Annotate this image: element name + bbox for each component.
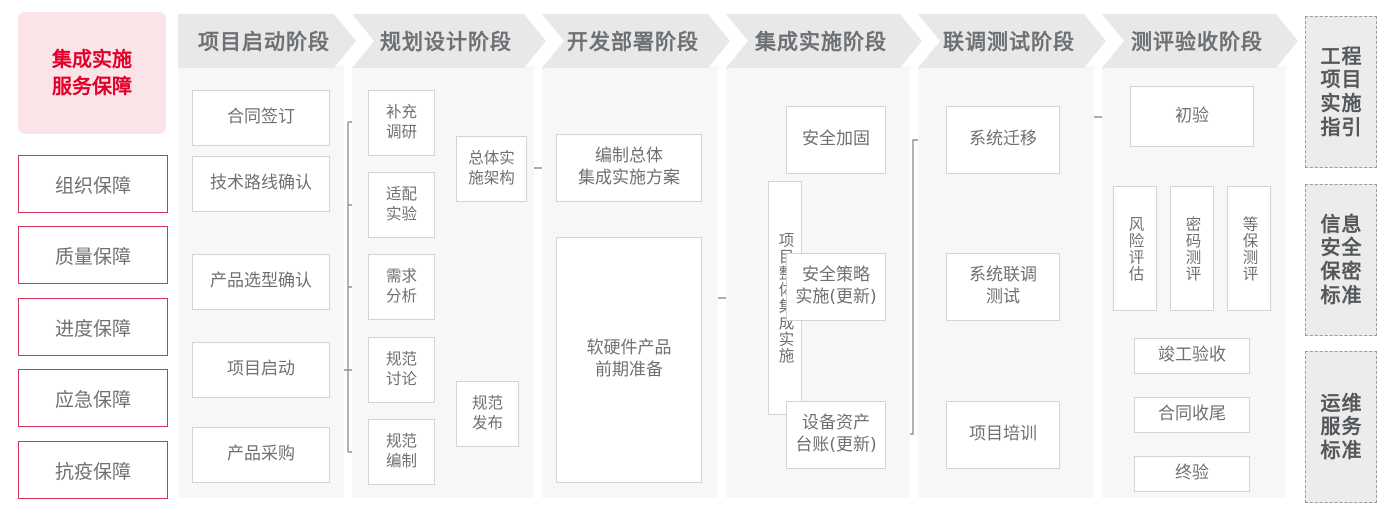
- phase-header-p6-label: 测评验收阶段: [1131, 30, 1263, 54]
- standard-1-chars: 程 工 目 项 施 实 引 指: [1320, 43, 1362, 139]
- std3-c5: 标: [1320, 437, 1341, 462]
- node-project-kickoff[interactable]: 项目启动: [192, 342, 330, 398]
- std3-c3: 服: [1320, 414, 1341, 439]
- node-system-migration[interactable]: 系统迁移: [946, 106, 1060, 174]
- node-project-training[interactable]: 项目培训: [946, 401, 1060, 469]
- phase-header-p1[interactable]: 项目启动阶段: [178, 14, 356, 68]
- phase-header-p4[interactable]: 集成实施阶段: [726, 14, 922, 68]
- node-classified-protection-evaluation[interactable]: 等保测评: [1227, 186, 1271, 311]
- node-tech-route-confirm[interactable]: 技术路线确认: [192, 156, 330, 212]
- standard-engineering-project-guideline[interactable]: 程 工 目 项 施 实 引 指: [1305, 16, 1377, 168]
- node-security-policy-implementation[interactable]: 安全策略 实施(更新): [786, 253, 886, 321]
- std1-c0: 程: [1341, 43, 1362, 68]
- node-spec-discussion[interactable]: 规范 讨论: [368, 337, 435, 403]
- node-product-procurement[interactable]: 产品采购: [192, 427, 330, 483]
- std2-c5: 保: [1320, 259, 1341, 283]
- node-overall-implementation-architecture[interactable]: 总体实 施架构: [456, 136, 527, 202]
- node-contract-signing[interactable]: 合同签订: [192, 90, 330, 146]
- std2-c6: 准: [1341, 282, 1362, 307]
- std1-c2: 目: [1341, 67, 1362, 92]
- node-requirement-analysis[interactable]: 需求 分析: [368, 254, 435, 320]
- phase-header-p5[interactable]: 联调测试阶段: [918, 14, 1106, 68]
- std3-c1: 运: [1320, 390, 1341, 415]
- node-security-hardening[interactable]: 安全加固: [786, 106, 886, 174]
- phase-header-p4-label: 集成实施阶段: [755, 30, 887, 54]
- node-system-joint-debug-test[interactable]: 系统联调 测试: [946, 253, 1060, 321]
- brand-title-line2: 服务保障: [52, 74, 132, 98]
- node-final-acceptance[interactable]: 终验: [1134, 456, 1250, 492]
- std3-c2: 务: [1341, 414, 1362, 439]
- std1-c3: 项: [1320, 67, 1341, 92]
- node-supplementary-research[interactable]: 补充 调研: [368, 90, 435, 156]
- node-product-selection-confirm[interactable]: 产品选型确认: [192, 254, 330, 310]
- phase-header-p2-label: 规划设计阶段: [380, 30, 512, 54]
- node-preliminary-acceptance[interactable]: 初验: [1130, 86, 1254, 147]
- guarantee-item-2[interactable]: 进度保障: [18, 298, 168, 356]
- guarantee-item-3[interactable]: 应急保障: [18, 369, 168, 427]
- std2-c4: 密: [1341, 259, 1362, 283]
- standard-operation-maintenance-service[interactable]: 维 运 务 服 准 标: [1305, 351, 1377, 503]
- node-completion-acceptance[interactable]: 竣工验收: [1134, 338, 1250, 374]
- guarantee-item-0[interactable]: 组织保障: [18, 155, 168, 213]
- brand-title-block: 集成实施 服务保障: [18, 12, 166, 134]
- node-draft-overall-integration-plan[interactable]: 编制总体 集成实施方案: [556, 134, 702, 202]
- phase-header-p5-label: 联调测试阶段: [943, 30, 1075, 54]
- phase-header-p1-label: 项目启动阶段: [198, 30, 330, 54]
- std2-c3: 安: [1320, 235, 1341, 260]
- phase-header-p3[interactable]: 开发部署阶段: [542, 14, 730, 68]
- std1-c5: 实: [1320, 91, 1341, 115]
- node-equipment-asset-ledger[interactable]: 设备资产 台账(更新): [786, 401, 886, 469]
- standard-3-chars: 维 运 务 服 准 标: [1320, 390, 1362, 463]
- std3-c4: 准: [1341, 437, 1362, 462]
- phase-header-p3-label: 开发部署阶段: [567, 30, 699, 54]
- node-spec-release[interactable]: 规范 发布: [456, 381, 519, 447]
- std2-c1: 信: [1320, 211, 1341, 236]
- node-spec-drafting[interactable]: 规范 编制: [368, 419, 435, 485]
- node-risk-assessment[interactable]: 风险评估: [1113, 186, 1157, 311]
- std2-c0: 息: [1341, 211, 1362, 236]
- standard-information-security-confidentiality[interactable]: 息 信 全 安 密 保 准 标: [1305, 184, 1377, 336]
- std3-c0: 维: [1341, 390, 1362, 415]
- std1-c4: 施: [1341, 91, 1362, 115]
- phase-header-p2[interactable]: 规划设计阶段: [352, 14, 546, 68]
- std1-c7: 指: [1320, 114, 1341, 139]
- std1-c6: 引: [1341, 114, 1362, 139]
- node-adaptation-test[interactable]: 适配 实验: [368, 172, 435, 238]
- std1-c1: 工: [1320, 43, 1341, 68]
- node-cryptography-evaluation[interactable]: 密码测评: [1170, 186, 1214, 311]
- brand-title-line1: 集成实施: [52, 47, 132, 71]
- std2-c2: 全: [1341, 235, 1362, 260]
- node-overall-project-integration[interactable]: 项目整体集成实施: [768, 181, 802, 415]
- phase-header-p6[interactable]: 测评验收阶段: [1102, 14, 1298, 68]
- std2-c7: 标: [1320, 282, 1341, 307]
- node-hardware-software-preparation[interactable]: 软硬件产品 前期准备: [556, 237, 702, 483]
- guarantee-item-1[interactable]: 质量保障: [18, 226, 168, 284]
- standard-2-chars: 息 信 全 安 密 保 准 标: [1320, 211, 1362, 307]
- guarantee-item-4[interactable]: 抗疫保障: [18, 441, 168, 499]
- node-contract-closeout[interactable]: 合同收尾: [1134, 397, 1250, 433]
